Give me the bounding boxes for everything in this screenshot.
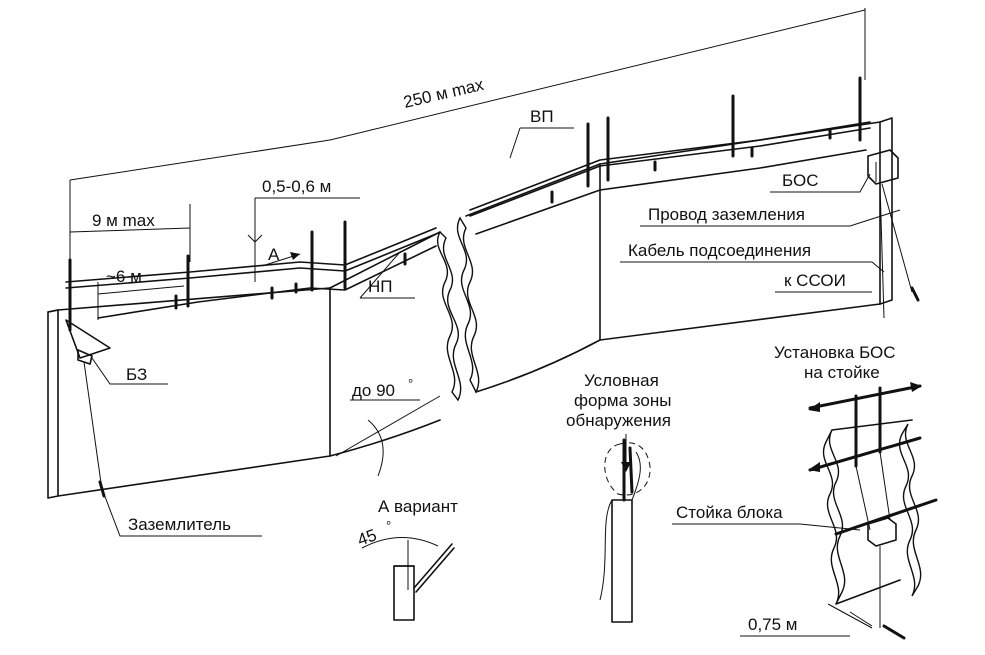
degree-90: ° (408, 376, 413, 391)
bz-unit (65, 319, 111, 498)
bos-callout: БОС (770, 171, 871, 193)
fence-posts (68, 76, 862, 332)
label-cable-2: к ССОИ (784, 271, 846, 290)
fence-right-section (465, 117, 893, 393)
label-angle-90: до 90 (352, 381, 395, 400)
label-install-2: на стойке (804, 363, 880, 382)
bos-installation-inset: Установка БОС на стойке Стойка блока 0,7… (672, 343, 938, 640)
label-bos: БОС (782, 171, 818, 190)
label-grounder: Заземлитель (128, 515, 231, 534)
bos-unit (867, 149, 920, 319)
label-variant-a: А вариант (378, 497, 458, 516)
label-zone-3: обнаружения (566, 411, 671, 430)
label-np: НП (368, 277, 393, 296)
label-angle-45: 45 (355, 525, 379, 549)
label-height: 0,5-0,6 м (262, 177, 331, 196)
cable-callout: Кабель подсоединения к ССОИ (620, 241, 885, 293)
label-install-1: Установка БОС (774, 343, 896, 362)
dim-9: 9 м max (69, 204, 191, 262)
lower-rail-right (475, 149, 867, 235)
label-vp: ВП (530, 107, 554, 126)
dim-6: ~6 м (97, 267, 185, 320)
label-6: ~6 м (106, 267, 142, 286)
dim-height: 0,5-0,6 м А (247, 177, 360, 282)
label-bz: БЗ (126, 365, 147, 384)
variant-a-inset: А вариант 45 ° (355, 497, 458, 621)
label-cable-1: Кабель подсоединения (628, 241, 811, 260)
label-a: А (268, 245, 280, 264)
label-post: Стойка блока (676, 503, 783, 522)
ground-wire-callout: Провод заземления (640, 205, 901, 227)
upper-rail (65, 121, 871, 289)
label-ground-wire: Провод заземления (648, 205, 805, 224)
fence-break-right (456, 216, 480, 394)
label-9: 9 м max (92, 211, 155, 230)
label-250: 250 м max (402, 75, 486, 112)
label-zone-1: Условная (584, 371, 659, 390)
label-075: 0,75 м (748, 615, 798, 634)
label-zone-2: форма зоны (574, 391, 671, 410)
fence-break-left (437, 230, 462, 402)
degree-45: ° (386, 518, 391, 533)
grounder-callout: Заземлитель (103, 493, 262, 537)
np-callout: НП (359, 251, 415, 299)
angle-90-callout: до 90 ° (335, 376, 441, 477)
vp-callout: ВП (509, 107, 574, 159)
lower-rail (97, 245, 437, 319)
detection-zone-inset: Условная форма зоны обнаружения (566, 371, 671, 623)
bz-callout: БЗ (91, 357, 168, 385)
rail-clips (174, 128, 832, 310)
